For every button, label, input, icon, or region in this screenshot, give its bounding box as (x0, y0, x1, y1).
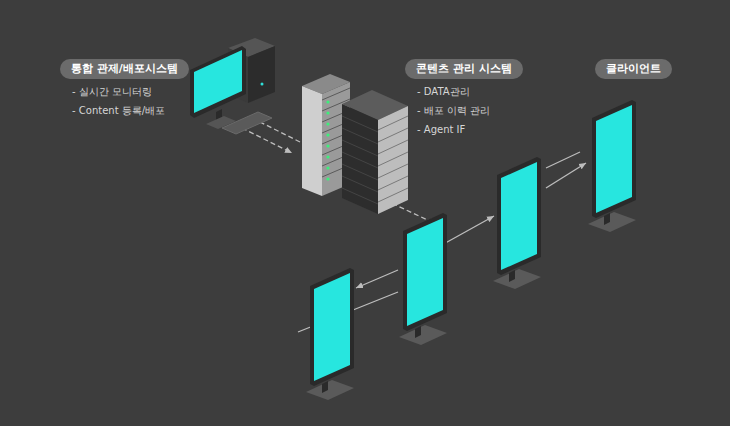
kiosk-screen (501, 162, 537, 270)
kiosk-stand (415, 326, 421, 338)
rack-slot (378, 128, 408, 142)
rack-slot (378, 176, 408, 190)
rack-slot (322, 88, 350, 100)
flow-line (242, 128, 292, 153)
kiosk (493, 157, 541, 289)
rack-slot (378, 164, 408, 178)
monitor-frame (190, 46, 246, 118)
heading-pill: 클라이언트 (595, 59, 672, 79)
system-label: 통합 관제/배포시스템 - 실시간 모니터링- Content 등록/배포 (60, 57, 189, 120)
tower-side (248, 46, 275, 103)
computer-illustration (190, 38, 275, 134)
rack-grille (342, 140, 378, 156)
system-label: 콘텐츠 관리 시스템 - DATA관리- 배포 이력 관리- Agent IF (405, 57, 523, 139)
flow-line (546, 163, 586, 188)
kiosk-stand (509, 270, 515, 282)
rack-slot (378, 140, 408, 154)
kiosk-stand (604, 213, 610, 225)
bullet-list: - DATA관리- 배포 이력 관리- Agent IF (405, 82, 523, 139)
power-led (261, 83, 264, 86)
kiosk-frame (403, 213, 447, 331)
kiosk-frame (497, 157, 541, 275)
rack-led (326, 166, 329, 169)
bullet-text: - Agent IF (417, 120, 523, 139)
kiosk-stand (322, 381, 328, 393)
rack-grille (342, 164, 378, 180)
kiosk-illustrations (306, 100, 636, 400)
bullet-list: - 실시간 모니터링- Content 등록/배포 (60, 82, 189, 120)
rack-led (326, 100, 329, 103)
flow-line (440, 216, 494, 246)
flow-line (546, 152, 580, 168)
rack-grille (342, 176, 378, 192)
kiosk (588, 100, 636, 232)
flow-lines (242, 118, 586, 332)
flow-line (356, 270, 398, 288)
rack-front (302, 86, 322, 196)
bullet-text: - DATA관리 (417, 82, 523, 101)
rack-grille (342, 152, 378, 168)
bullet-text: - 배포 이력 관리 (417, 101, 523, 120)
rack-slot (378, 116, 408, 130)
rack-side (378, 106, 408, 214)
kiosk-frame (592, 100, 636, 218)
rack-front (342, 104, 378, 214)
kiosk-screen (407, 218, 443, 326)
rack-led (326, 144, 329, 147)
system-label: 클라이언트 (595, 57, 672, 79)
rack-led (326, 111, 329, 114)
heading-pill: 통합 관제/배포시스템 (60, 59, 189, 79)
bullet-text: - 실시간 모니터링 (72, 82, 189, 101)
keyboard (222, 112, 272, 134)
kiosk-screen (596, 105, 632, 213)
rack-slot (378, 152, 408, 166)
heading-pill: 콘텐츠 관리 시스템 (405, 59, 523, 79)
rack-grille (342, 188, 378, 204)
rack-led (326, 177, 329, 180)
monitor-screen (194, 50, 242, 113)
kiosk (306, 268, 354, 400)
rack-led (326, 122, 329, 125)
server-illustration (302, 74, 408, 214)
kiosk-frame (310, 268, 354, 386)
rack-grille (342, 116, 378, 132)
rack-led (326, 155, 329, 158)
rack-grille (342, 128, 378, 144)
rack-slot (378, 188, 408, 202)
rack-led (326, 133, 329, 136)
bullet-text: - Content 등록/배포 (72, 101, 189, 120)
kiosk-screen (314, 273, 350, 381)
kiosk (399, 213, 447, 345)
